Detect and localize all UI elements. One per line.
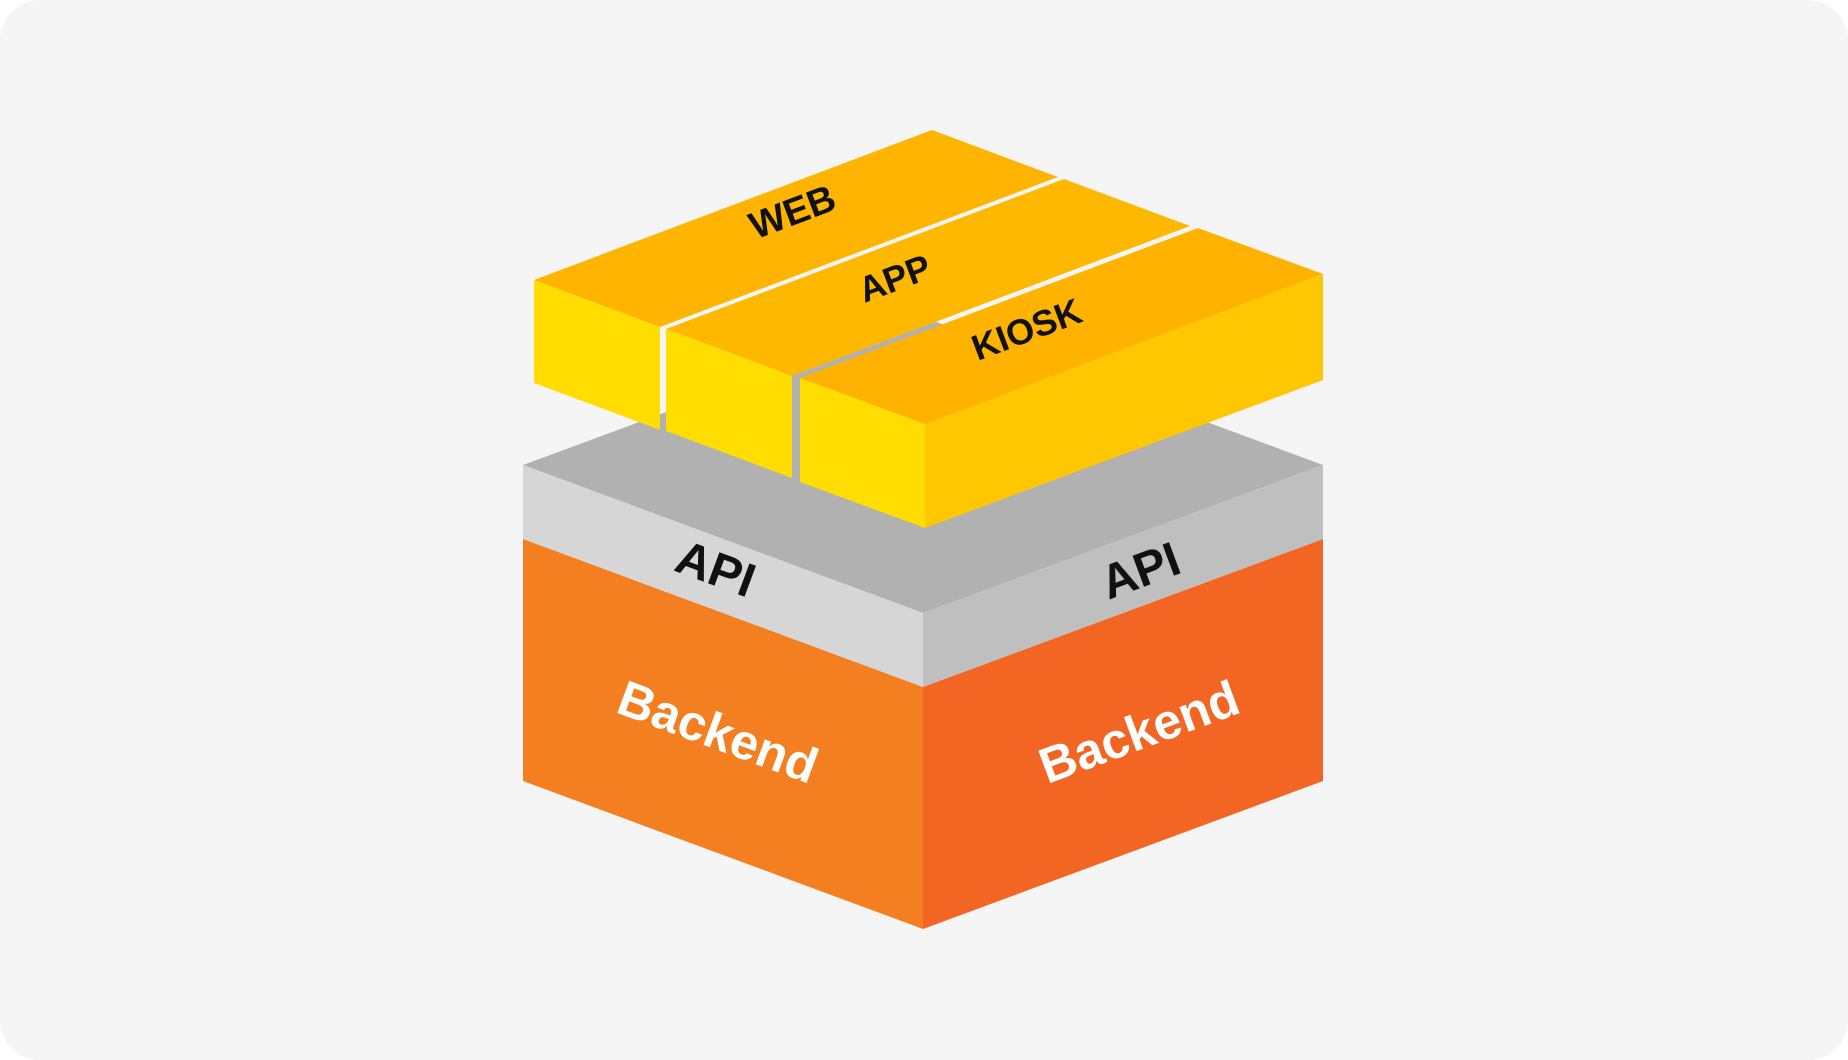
web-block (534, 130, 1058, 430)
kiosk-block-top (800, 228, 1323, 424)
kiosk-block-front (800, 378, 925, 528)
web-block-front (534, 280, 660, 430)
api-left-face (523, 465, 923, 687)
kiosk-block-right (925, 274, 1323, 528)
app-block (666, 179, 1190, 478)
backend-left-face (523, 539, 923, 929)
app-block-front (666, 329, 792, 478)
app-block-top (666, 179, 1190, 376)
api-right-face (923, 465, 1323, 687)
backend-right-face (923, 539, 1323, 929)
kiosk-block (800, 228, 1323, 528)
web-block-top (534, 130, 1058, 327)
